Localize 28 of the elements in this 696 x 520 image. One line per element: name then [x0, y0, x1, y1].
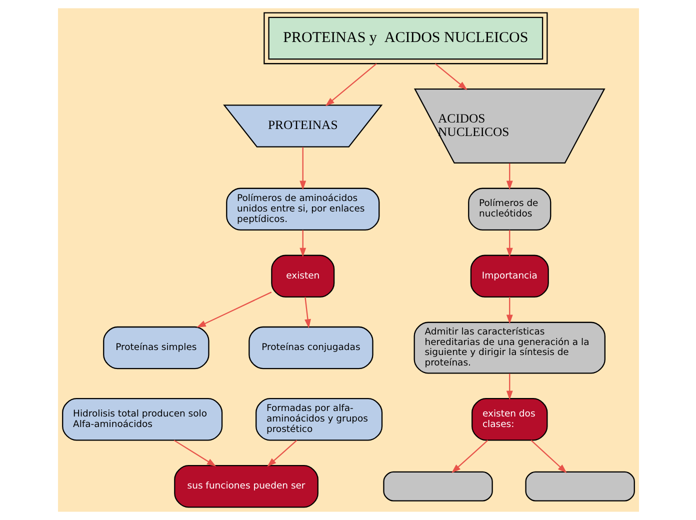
arrow [304, 296, 310, 328]
node-box: Proteínas conjugadas [248, 326, 373, 370]
arrow [299, 230, 306, 258]
node-box: Polímeros de aminoácidos unidos entre si, por enlaces peptídicos. [226, 188, 380, 231]
node-box: existen dos clases: [471, 398, 548, 441]
arrow [506, 163, 512, 190]
arrow [196, 292, 272, 328]
node-box [524, 471, 634, 502]
arrow [506, 297, 512, 324]
arrow [266, 440, 297, 467]
node-box: Polímeros de nucleótidos [468, 188, 551, 231]
node-box [382, 471, 492, 502]
arrow [173, 440, 216, 467]
node-box: Importancia [470, 254, 548, 298]
arrow [434, 63, 467, 90]
node-box: sus funciones pueden ser [174, 465, 318, 508]
node-box: existen [270, 254, 334, 298]
node-box: Formadas por alfa-aminoácidos y grupos prostético [255, 398, 382, 441]
arrow [506, 374, 512, 400]
arrow [450, 440, 488, 474]
node-box: Admitir las características hereditarias de una generación a la siguiente y dirigir la síntesis de proteínas. [413, 322, 605, 374]
arrow [299, 147, 306, 190]
node-box: PROTEINAS y ACIDOS NUCLEICOS [263, 12, 548, 64]
node-box: Proteínas simples [102, 326, 209, 370]
arrow [324, 63, 376, 106]
arrow [530, 440, 566, 474]
node-box: Hidrolisis total producen solo Alfa-aminoácidos [62, 398, 222, 441]
arrow [506, 230, 512, 258]
